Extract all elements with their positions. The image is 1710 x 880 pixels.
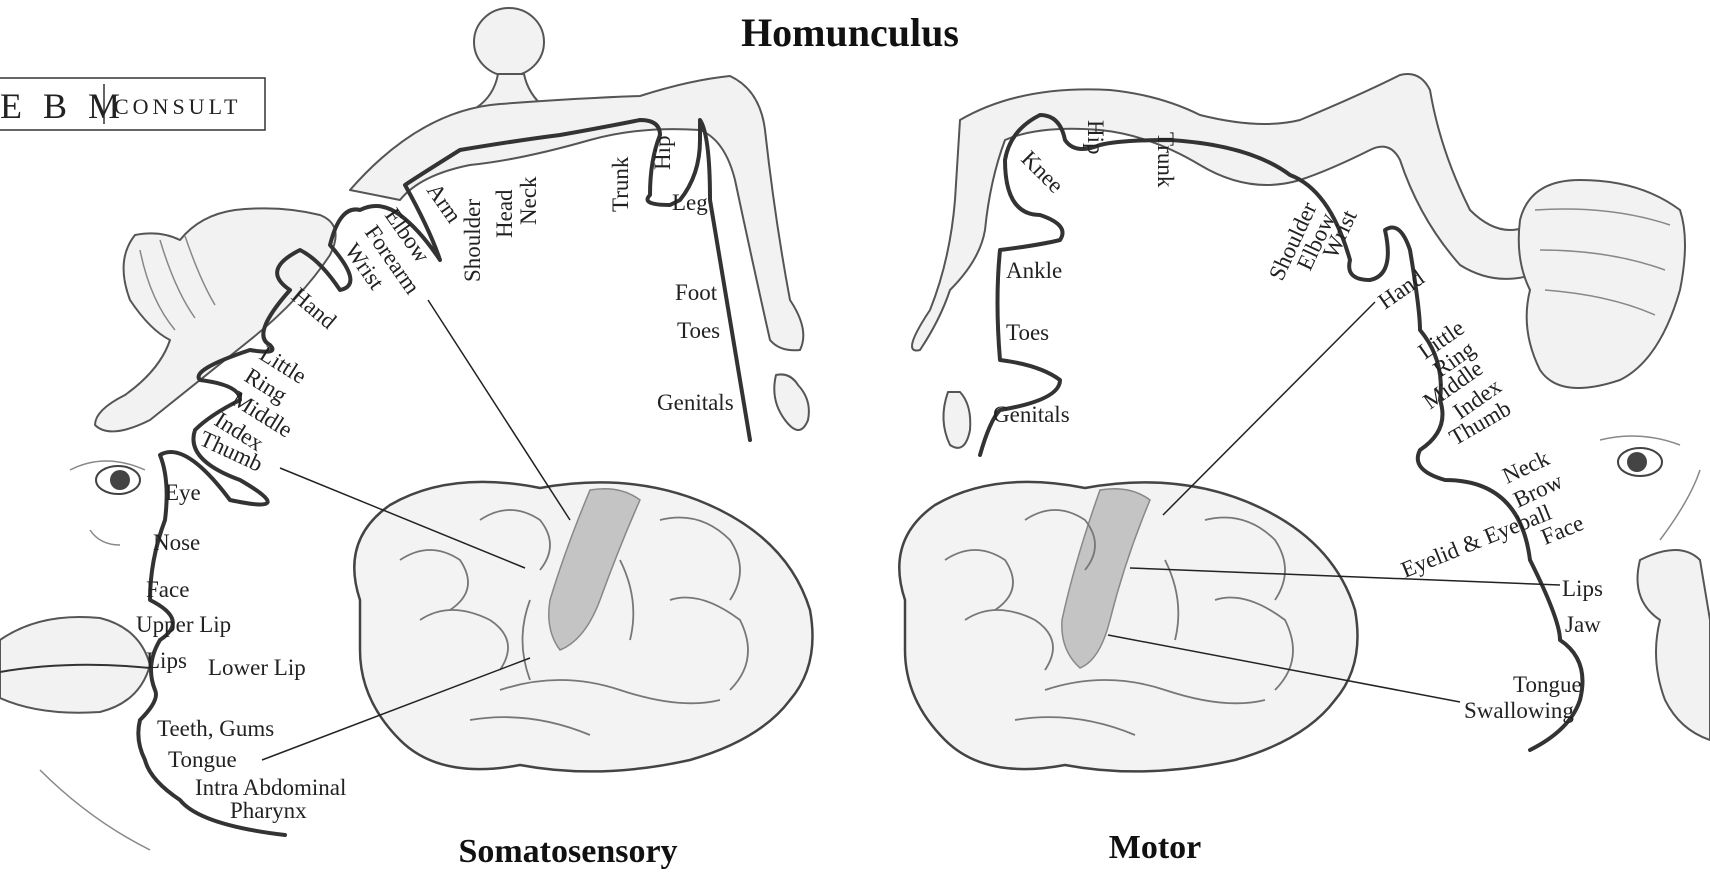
label-motor-lips: Lips [1562, 576, 1603, 601]
label-toes: Toes [677, 318, 720, 343]
label-motor-genitals: Genitals [993, 402, 1070, 427]
label-motor-knee: Knee [1016, 146, 1068, 198]
logo-main-text: E B M [0, 86, 126, 126]
label-motor-tongue: Tongue [1513, 672, 1582, 697]
label-motor-hip: Hip [1083, 120, 1108, 155]
label-trunk: Trunk [608, 156, 633, 212]
somatosensory-figure [0, 7, 814, 851]
label-lower-lip: Lower Lip [208, 655, 306, 680]
label-shoulder: Shoulder [460, 199, 485, 282]
label-neck: Neck [516, 176, 541, 225]
motor-figure [898, 73, 1710, 773]
label-tongue: Tongue [168, 747, 237, 772]
diagram-title: Homunculus [741, 10, 959, 55]
label-lips: Lips [146, 648, 187, 673]
label-face: Face [146, 577, 189, 602]
label-motor-ankle: Ankle [1006, 258, 1062, 283]
label-teeth-gums: Teeth, Gums [157, 716, 274, 741]
label-intra-abdominal: Intra Abdominal [195, 775, 346, 800]
label-motor-trunk: Trunk [1153, 132, 1178, 188]
sensory-brain [353, 480, 814, 773]
label-upper-lip: Upper Lip [136, 612, 231, 637]
label-motor-swallowing: Swallowing [1464, 698, 1574, 723]
ebm-consult-logo: E B M CONSULT [0, 77, 266, 131]
label-head: Head [492, 189, 517, 238]
label-eye: Eye [165, 480, 201, 505]
label-motor-jaw: Jaw [1565, 612, 1601, 637]
motor-brain [898, 480, 1359, 773]
motor-caption: Motor [1109, 829, 1202, 866]
label-nose: Nose [153, 530, 200, 555]
label-motor-toes: Toes [1006, 320, 1049, 345]
label-hip: Hip [650, 136, 675, 171]
label-motor-eyelid-eyeball: Eyelid & Eyeball [1398, 500, 1555, 583]
somatosensory-caption: Somatosensory [458, 833, 677, 870]
logo-sub-text: CONSULT [114, 94, 241, 119]
label-genitals: Genitals [657, 390, 734, 415]
label-leg: Leg [672, 190, 708, 215]
label-pharynx: Pharynx [230, 798, 307, 823]
label-foot: Foot [675, 280, 718, 305]
